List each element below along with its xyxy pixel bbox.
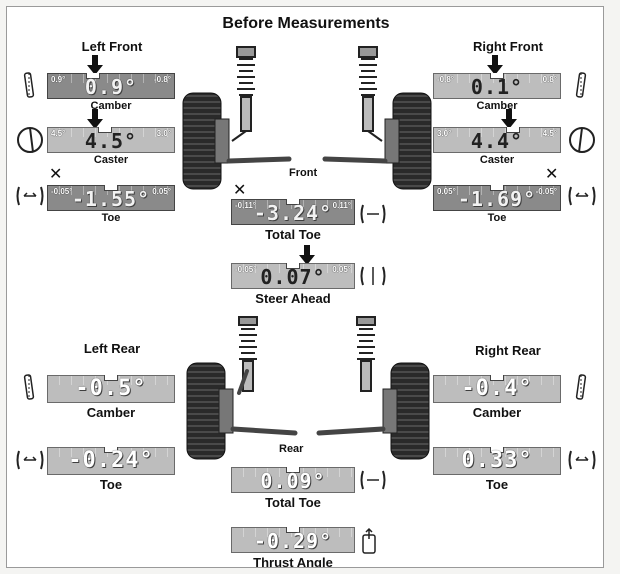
rf-camber-max: 0.8° [542,75,557,84]
lr-camber-value: -0.5° [75,376,147,401]
rf-toe-value: -1.69° [457,187,537,211]
thrust-angle-value: -0.29° [253,529,333,553]
alignment-report: Before Measurements Left Front Right Fro… [6,6,604,568]
steer-ahead-gauge-icon [360,266,386,286]
rf-caster-min: 3.0° [437,129,452,138]
front-total-toe-label: Total Toe [265,227,321,242]
lr-camber-label: Camber [86,405,136,420]
lf-toe-label: Toe [101,212,121,224]
lf-camber-value: 0.9° [84,75,138,99]
rear-right-tire-icon [382,362,430,460]
rf-camber-meter: -0.8° 0.8° 0.1° Camber [433,73,561,115]
front-total-toe-meter: -0.11° 0.11° -3.24° Total Toe [231,199,355,243]
rf-camber-label: Camber [476,100,518,112]
out-of-spec-x-icon: ✕ [233,182,247,199]
lf-camber-label: Camber [90,100,132,112]
in-spec-arrow-icon [87,109,103,129]
rf-camber-min: -0.8° [437,75,454,84]
rr-camber-meter: -0.4° Camber [433,375,561,423]
steer-ahead-max: 0.05° [332,265,351,274]
camber-gauge-icon [575,72,587,98]
camber-gauge-icon [575,374,587,400]
in-spec-arrow-icon [87,55,103,75]
out-of-spec-x-icon: ✕ [49,166,63,183]
rr-camber-value: -0.4° [461,376,533,401]
rear-total-toe-value: 0.09° [260,469,326,493]
toe-gauge-icon [16,450,44,470]
lf-caster-max: 3.0° [156,129,171,138]
rf-camber-value: 0.1° [470,75,524,99]
lr-toe-value: -0.24° [68,448,154,473]
rear-left-tire-icon [186,362,234,460]
caster-gauge-icon [17,127,43,153]
lf-caster-label: Caster [93,154,129,166]
front-control-arms [226,156,388,164]
in-spec-arrow-icon [299,245,315,265]
rear-total-toe-label: Total Toe [265,495,321,510]
front-left-strut-icon [231,46,256,142]
lf-caster-min: 4.5° [51,129,66,138]
camber-gauge-icon [23,374,35,400]
toe-gauge-icon [568,186,596,206]
lf-toe-meter: -0.05° 0.05° -1.55° Toe [47,185,175,227]
front-left-tire-icon [182,92,230,190]
lf-camber-max: -0.8° [154,75,171,84]
section-left-rear: Left Rear [83,341,141,356]
rear-right-strut-icon [356,316,376,392]
total-toe-gauge-icon [360,204,386,224]
lf-toe-value: -1.55° [71,187,151,211]
lf-toe-max: 0.05° [152,187,171,196]
in-spec-arrow-icon [501,109,517,129]
front-total-toe-min: -0.11° [235,201,256,210]
rear-axle-label: Rear [279,443,304,455]
out-of-spec-x-icon: ✕ [545,166,559,183]
section-right-rear: Right Rear [475,343,541,358]
rr-toe-meter: 0.33° Toe [433,447,561,495]
lf-caster-meter: 4.5° 3.0° 4.5° Caster [47,127,175,169]
front-total-toe-value: -3.24° [253,201,333,225]
rr-toe-label: Toe [485,477,509,492]
thrust-gauge-icon [362,527,376,554]
thrust-angle-meter: -0.29° Thrust Angle [231,527,355,568]
rr-toe-value: 0.33° [461,448,533,473]
section-left-front: Left Front [81,39,143,54]
total-toe-gauge-icon [360,470,386,490]
front-total-toe-max: 0.11° [332,201,351,210]
steer-ahead-min: -0.05° [235,265,257,274]
front-axle-label: Front [289,167,318,179]
rf-toe-min: 0.05° [437,187,456,196]
lf-caster-value: 4.5° [84,129,138,153]
lf-toe-min: -0.05° [51,187,73,196]
front-right-strut-icon [358,46,383,142]
caster-gauge-icon [569,127,595,153]
steer-ahead-meter: -0.05° 0.05° 0.07° Steer Ahead [231,263,355,309]
rr-camber-label: Camber [472,405,522,420]
toe-gauge-icon [568,450,596,470]
camber-gauge-icon [23,72,35,98]
rear-left-strut-icon [238,316,258,392]
rf-caster-value: 4.4° [470,129,524,153]
lf-camber-min: 0.9° [51,75,66,84]
rf-caster-meter: 3.0° 4.5° 4.4° Caster [433,127,561,169]
suspension-diagram [182,46,432,460]
lr-camber-meter: -0.5° Camber [47,375,175,423]
thrust-angle-label: Thrust Angle [253,555,333,568]
rf-toe-label: Toe [487,212,507,224]
in-spec-arrow-icon [487,55,503,75]
lr-toe-label: Toe [99,477,123,492]
lr-toe-meter: -0.24° Toe [47,447,175,495]
rf-toe-meter: 0.05° -0.05° -1.69° Toe [433,185,561,227]
section-right-front: Right Front [472,39,544,54]
steer-ahead-value: 0.07° [260,265,326,289]
toe-gauge-icon [16,186,44,206]
lf-camber-meter: 0.9° -0.8° 0.9° Camber [47,73,175,115]
rear-total-toe-meter: 0.09° Total Toe [231,467,355,513]
rf-caster-max: 4.5° [542,129,557,138]
rear-control-arms [230,369,386,436]
steer-ahead-label: Steer Ahead [255,291,331,306]
rf-caster-label: Caster [479,154,515,166]
front-right-tire-icon [384,92,432,190]
rf-toe-max: -0.05° [535,187,557,196]
page-title: Before Measurements [222,15,390,32]
